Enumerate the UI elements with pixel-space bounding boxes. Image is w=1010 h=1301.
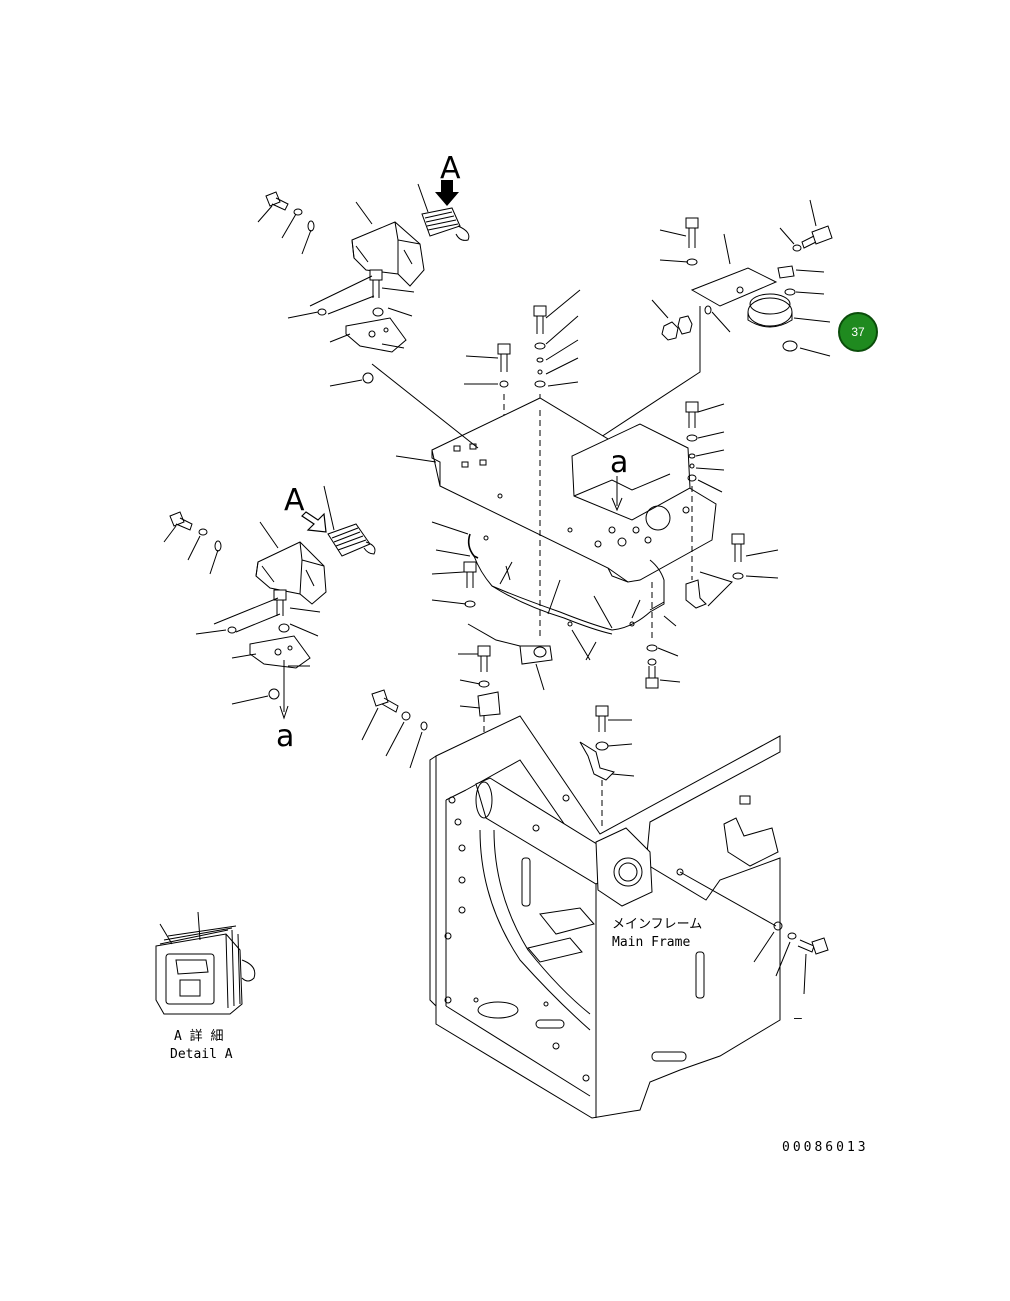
lamp-bracket <box>345 317 407 353</box>
washer <box>689 463 695 469</box>
washer <box>198 528 208 536</box>
detail-a-view: A 詳 細 Detail A <box>155 911 256 1062</box>
drawing-number: 00086013 <box>782 1140 869 1155</box>
bolt <box>685 401 699 428</box>
washer <box>773 921 783 931</box>
washer <box>293 208 303 216</box>
washer <box>478 680 490 688</box>
washer <box>704 305 712 315</box>
right-fasteners <box>685 401 779 609</box>
bolt <box>369 269 383 298</box>
view-label-left: A <box>284 483 305 518</box>
washer <box>595 741 609 751</box>
nut <box>777 265 795 279</box>
bolt <box>169 511 193 531</box>
washer <box>499 380 509 388</box>
work-lamp <box>327 523 376 557</box>
washer <box>420 721 428 731</box>
work-lamp <box>421 207 470 241</box>
washer <box>537 369 543 375</box>
bolt <box>497 343 511 372</box>
bolt <box>797 937 829 955</box>
washer <box>787 932 797 940</box>
washer <box>534 342 546 350</box>
part-number-label: 37 <box>851 325 865 339</box>
washer <box>536 357 544 363</box>
clip <box>685 579 707 609</box>
bolt <box>273 589 287 616</box>
pivot-housing <box>595 827 653 907</box>
bolt <box>801 225 833 249</box>
nut <box>661 321 679 341</box>
washer <box>317 308 327 316</box>
washer <box>401 711 411 721</box>
lamp-guard <box>255 541 327 605</box>
view-label-top: A <box>440 151 461 186</box>
upper-left-lamp-assembly: A <box>257 151 470 387</box>
horn <box>747 293 793 328</box>
washer <box>686 258 698 266</box>
minus-mark: – <box>794 1011 802 1026</box>
nut <box>362 372 374 384</box>
nut <box>268 688 280 700</box>
clamp <box>579 741 615 781</box>
lamp-bracket <box>249 635 311 669</box>
ref-mark-top: a <box>610 445 628 480</box>
detail-label-en: Detail A <box>170 1047 233 1062</box>
ref-mark-left: a <box>276 719 294 754</box>
frame-holes <box>444 794 684 1082</box>
wiring-harness <box>431 410 681 691</box>
washer <box>372 307 384 317</box>
clip <box>477 691 501 717</box>
washer <box>464 600 476 608</box>
washer <box>687 474 697 482</box>
lamp-guard <box>351 221 425 287</box>
clip <box>519 645 553 665</box>
detail-label-jp: A 詳 細 <box>174 1028 223 1044</box>
bolt <box>371 689 399 713</box>
upper-right-horn-assembly <box>571 199 833 457</box>
bolt <box>533 305 547 334</box>
washer <box>688 453 696 459</box>
bolt <box>477 645 491 672</box>
floor-plate: a <box>371 363 717 583</box>
nut <box>782 340 798 352</box>
washer <box>647 658 657 666</box>
bolt <box>645 666 659 689</box>
bolt <box>685 217 699 248</box>
nut <box>677 315 693 335</box>
washer <box>686 434 698 442</box>
washer <box>732 572 744 580</box>
horn-plate <box>690 267 778 307</box>
bolt <box>265 191 289 211</box>
part-number-badge[interactable]: 37 <box>838 312 878 352</box>
plate-holes <box>453 443 690 548</box>
main-frame-label-jp: メインフレーム <box>612 917 702 932</box>
view-arrow-icon <box>301 511 327 533</box>
washer <box>534 380 546 388</box>
main-frame: – メインフレーム Main Frame <box>361 645 829 1119</box>
left-lamp-assembly: A a <box>163 483 376 754</box>
main-frame-label-en: Main Frame <box>612 935 690 950</box>
bolt <box>463 561 477 588</box>
bolt <box>731 533 745 562</box>
bolt <box>595 705 609 732</box>
washer <box>646 644 658 652</box>
washer <box>307 220 315 232</box>
view-arrow-icon <box>435 180 459 206</box>
washer <box>792 244 802 252</box>
washer <box>278 623 290 633</box>
washer <box>784 288 796 296</box>
washer <box>214 540 222 552</box>
down-arrow-icon <box>611 476 623 512</box>
washer <box>227 626 237 634</box>
